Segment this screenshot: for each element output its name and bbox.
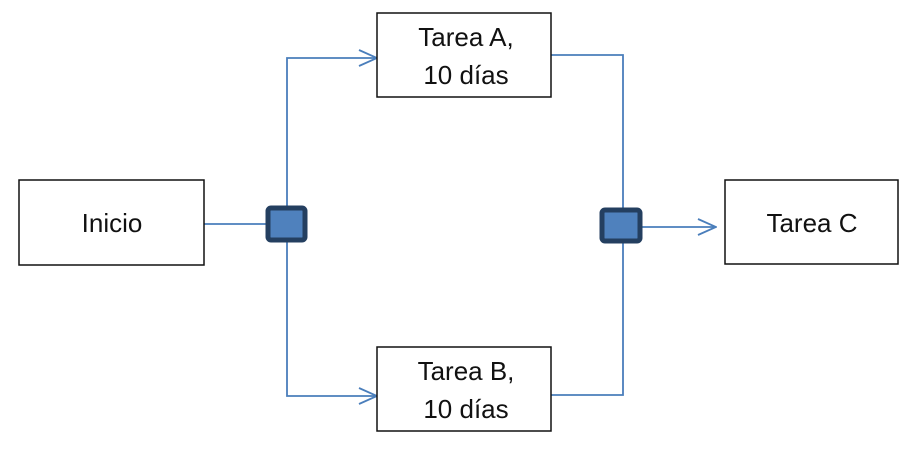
- node-tarea-a-line2: 10 días: [423, 60, 508, 90]
- node-tarea-a-line1: Tarea A,: [418, 22, 513, 52]
- node-inicio-label: Inicio: [82, 208, 143, 238]
- node-inicio: Inicio: [18, 179, 205, 266]
- connectors: [204, 55, 716, 396]
- node-tarea-c: Tarea C: [724, 179, 899, 265]
- node-tarea-b-line2: 10 días: [423, 394, 508, 424]
- connector-split-to-tarea-b: [286, 241, 377, 396]
- connector-tarea-a-to-merge: [551, 54, 624, 210]
- node-inicio-box: [18, 179, 205, 266]
- connector-tarea-b-to-merge: [551, 241, 624, 396]
- connector-split-to-tarea-a: [286, 58, 377, 208]
- split-junction: [265, 205, 308, 243]
- node-tarea-c-label: Tarea C: [766, 208, 857, 238]
- node-tarea-c-box: [724, 179, 899, 265]
- node-tarea-a: Tarea A, 10 días: [376, 12, 552, 98]
- node-tarea-a-box: [376, 12, 552, 98]
- node-tarea-b: Tarea B, 10 días: [376, 346, 552, 432]
- node-tarea-b-box: [376, 346, 552, 432]
- node-tarea-b-line1: Tarea B,: [418, 356, 515, 386]
- merge-junction: [599, 207, 643, 244]
